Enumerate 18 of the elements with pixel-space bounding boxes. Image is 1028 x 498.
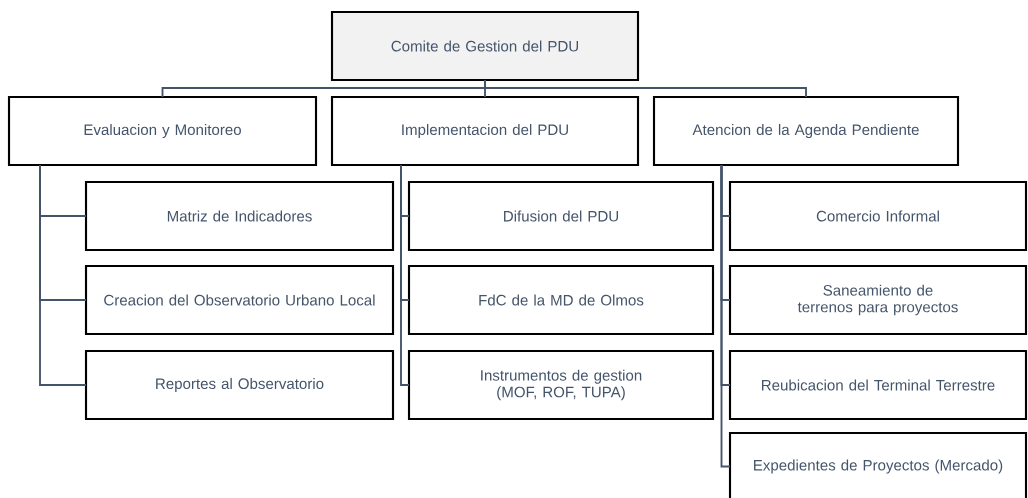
- org-box: Instrumentos de gestion (MOF, ROF, TUPA): [407, 349, 715, 421]
- org-box: Expedientes de Proyectos (Mercado): [728, 431, 1028, 498]
- org-box: Comercio Informal: [728, 180, 1028, 252]
- org-box: FdC de la MD de Olmos: [407, 264, 715, 336]
- org-box: Reportes al Observatorio: [84, 349, 395, 421]
- org-box: Saneamiento de terrenos para proyectos: [728, 264, 1028, 336]
- connector-line: [39, 164, 87, 386]
- org-box: Reubicacion del Terminal Terrestre: [728, 349, 1028, 421]
- org-box: Difusion del PDU: [407, 180, 715, 252]
- org-box: Comite de Gestion del PDU: [330, 10, 640, 82]
- connector-line: [484, 79, 807, 98]
- org-box: Implementacion del PDU: [330, 95, 640, 167]
- connector-line: [400, 164, 410, 386]
- org-box: Matriz de Indicadores: [84, 180, 395, 252]
- connector-line: [720, 164, 731, 468]
- org-box: Creacion del Observatorio Urbano Local: [84, 264, 395, 336]
- org-box: Evaluacion y Monitoreo: [7, 95, 318, 167]
- org-box: Atencion de la Agenda Pendiente: [652, 95, 960, 167]
